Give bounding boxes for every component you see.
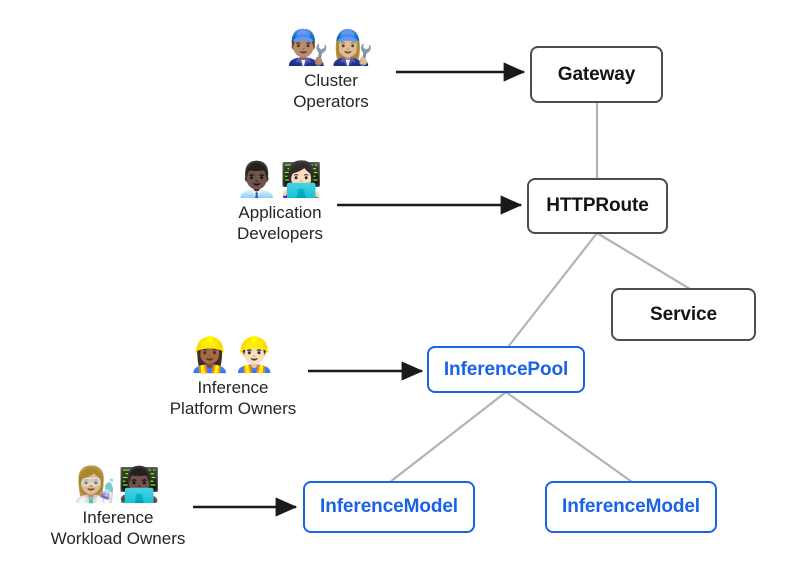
node-inferencemodel-1-label: InferenceModel — [320, 496, 458, 517]
connector-httproute-inferencepool — [506, 231, 599, 349]
node-service[interactable]: Service — [611, 288, 756, 341]
inference-platform-owners-emoji: 👷🏾‍♀️👷🏻‍♂️ — [188, 336, 278, 374]
inference-platform-owners-label: Inference Platform Owners — [169, 378, 297, 418]
node-inferencemodel-2-label: InferenceModel — [562, 496, 700, 517]
node-inferencepool-label: InferencePool — [443, 358, 569, 380]
inference-workload-owners-emoji: 👩🏼‍🔬👨🏿‍💻 — [73, 466, 163, 504]
cluster-operators-emoji: 👨🏽‍🔧👩🏼‍🔧 — [286, 29, 376, 67]
node-gateway[interactable]: Gateway — [530, 46, 663, 103]
persona-application-developers: 👨🏿‍💼👩🏻‍💻 Application Developers — [210, 160, 350, 244]
connector-inferencepool-inferencemodel-2 — [504, 390, 634, 484]
node-inferencemodel-1[interactable]: InferenceModel — [303, 481, 475, 533]
application-developers-emoji: 👨🏿‍💼👩🏻‍💻 — [235, 161, 325, 199]
node-httproute[interactable]: HTTPRoute — [527, 178, 668, 234]
node-service-label: Service — [650, 303, 717, 325]
node-inferencepool[interactable]: InferencePool — [427, 346, 585, 393]
node-httproute-label: HTTPRoute — [546, 195, 649, 216]
persona-cluster-operators: 👨🏽‍🔧👩🏼‍🔧 Cluster Operators — [266, 28, 396, 112]
persona-inference-platform-owners: 👷🏾‍♀️👷🏻‍♂️ Inference Platform Owners — [163, 335, 303, 419]
connector-httproute-service — [595, 231, 692, 291]
node-gateway-label: Gateway — [557, 63, 636, 85]
connector-inferencepool-inferencemodel-1 — [388, 390, 508, 484]
application-developers-label: Application Developers — [237, 203, 323, 243]
node-inferencemodel-2[interactable]: InferenceModel — [545, 481, 717, 533]
persona-inference-workload-owners: 👩🏼‍🔬👨🏿‍💻 Inference Workload Owners — [46, 465, 190, 549]
inference-workload-owners-label: Inference Workload Owners — [50, 508, 186, 548]
cluster-operators-label: Cluster Operators — [293, 71, 369, 111]
